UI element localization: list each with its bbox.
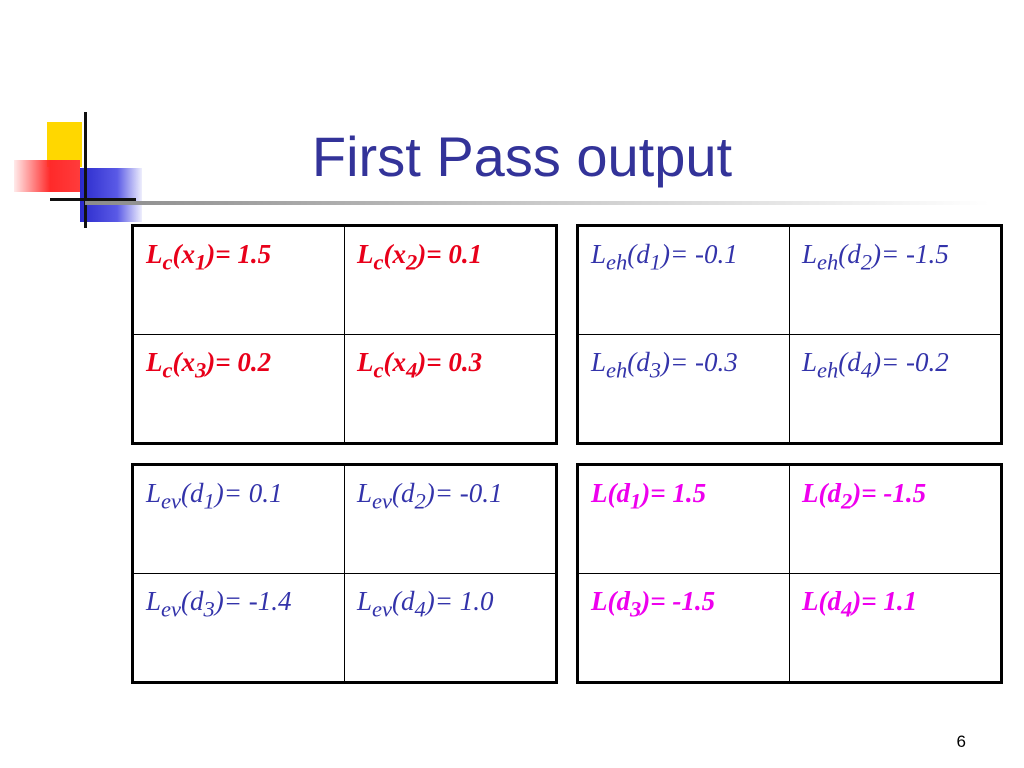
l-cell-3: L(d3)= -1.5	[577, 573, 790, 683]
table-row: L(d1)= 1.5 L(d2)= -1.5	[577, 464, 1002, 574]
decorative-horizontal-line	[50, 198, 136, 201]
title-underline-rule	[85, 201, 990, 205]
l-cell-2: L(d2)= -1.5	[789, 464, 1002, 574]
decorative-vertical-line	[84, 112, 87, 228]
lc-cell-2: Lc(x2)= 0.1	[344, 225, 557, 335]
lev-table: Lev(d1)= 0.1 Lev(d2)= -0.1 Lev(d3)= -1.4…	[131, 463, 558, 684]
table-row: L(d3)= -1.5 L(d4)= 1.1	[577, 573, 1002, 683]
lc-cell-4: Lc(x4)= 0.3	[344, 334, 557, 444]
l-table: L(d1)= 1.5 L(d2)= -1.5 L(d3)= -1.5 L(d4)…	[576, 463, 1003, 684]
lc-cell-1: Lc(x1)= 1.5	[132, 225, 345, 335]
leh-cell-1: Leh(d1)= -0.1	[577, 225, 790, 335]
leh-cell-2: Leh(d2)= -1.5	[789, 225, 1002, 335]
lc-cell-3: Lc(x3)= 0.2	[132, 334, 345, 444]
table-row: Lc(x1)= 1.5 Lc(x2)= 0.1	[132, 225, 557, 335]
table-row: Leh(d1)= -0.1 Leh(d2)= -1.5	[577, 225, 1002, 335]
lev-cell-4: Lev(d4)= 1.0	[344, 573, 557, 683]
slide-title: First Pass output	[311, 125, 733, 188]
leh-cell-3: Leh(d3)= -0.3	[577, 334, 790, 444]
decorative-red-bar	[14, 160, 80, 192]
decorative-blue-square	[80, 168, 142, 222]
leh-cell-4: Leh(d4)= -0.2	[789, 334, 1002, 444]
leh-table: Leh(d1)= -0.1 Leh(d2)= -1.5 Leh(d3)= -0.…	[576, 224, 1003, 445]
l-cell-1: L(d1)= 1.5	[577, 464, 790, 574]
page-number: 6	[956, 732, 966, 751]
lev-cell-2: Lev(d2)= -0.1	[344, 464, 557, 574]
lev-cell-3: Lev(d3)= -1.4	[132, 573, 345, 683]
l-cell-4: L(d4)= 1.1	[789, 573, 1002, 683]
table-row: Lc(x3)= 0.2 Lc(x4)= 0.3	[132, 334, 557, 444]
table-row: Lev(d1)= 0.1 Lev(d2)= -0.1	[132, 464, 557, 574]
lev-cell-1: Lev(d1)= 0.1	[132, 464, 345, 574]
table-row: Leh(d3)= -0.3 Leh(d4)= -0.2	[577, 334, 1002, 444]
table-row: Lev(d3)= -1.4 Lev(d4)= 1.0	[132, 573, 557, 683]
lc-table: Lc(x1)= 1.5 Lc(x2)= 0.1 Lc(x3)= 0.2 Lc(x…	[131, 224, 558, 445]
decorative-yellow-square	[47, 122, 82, 167]
